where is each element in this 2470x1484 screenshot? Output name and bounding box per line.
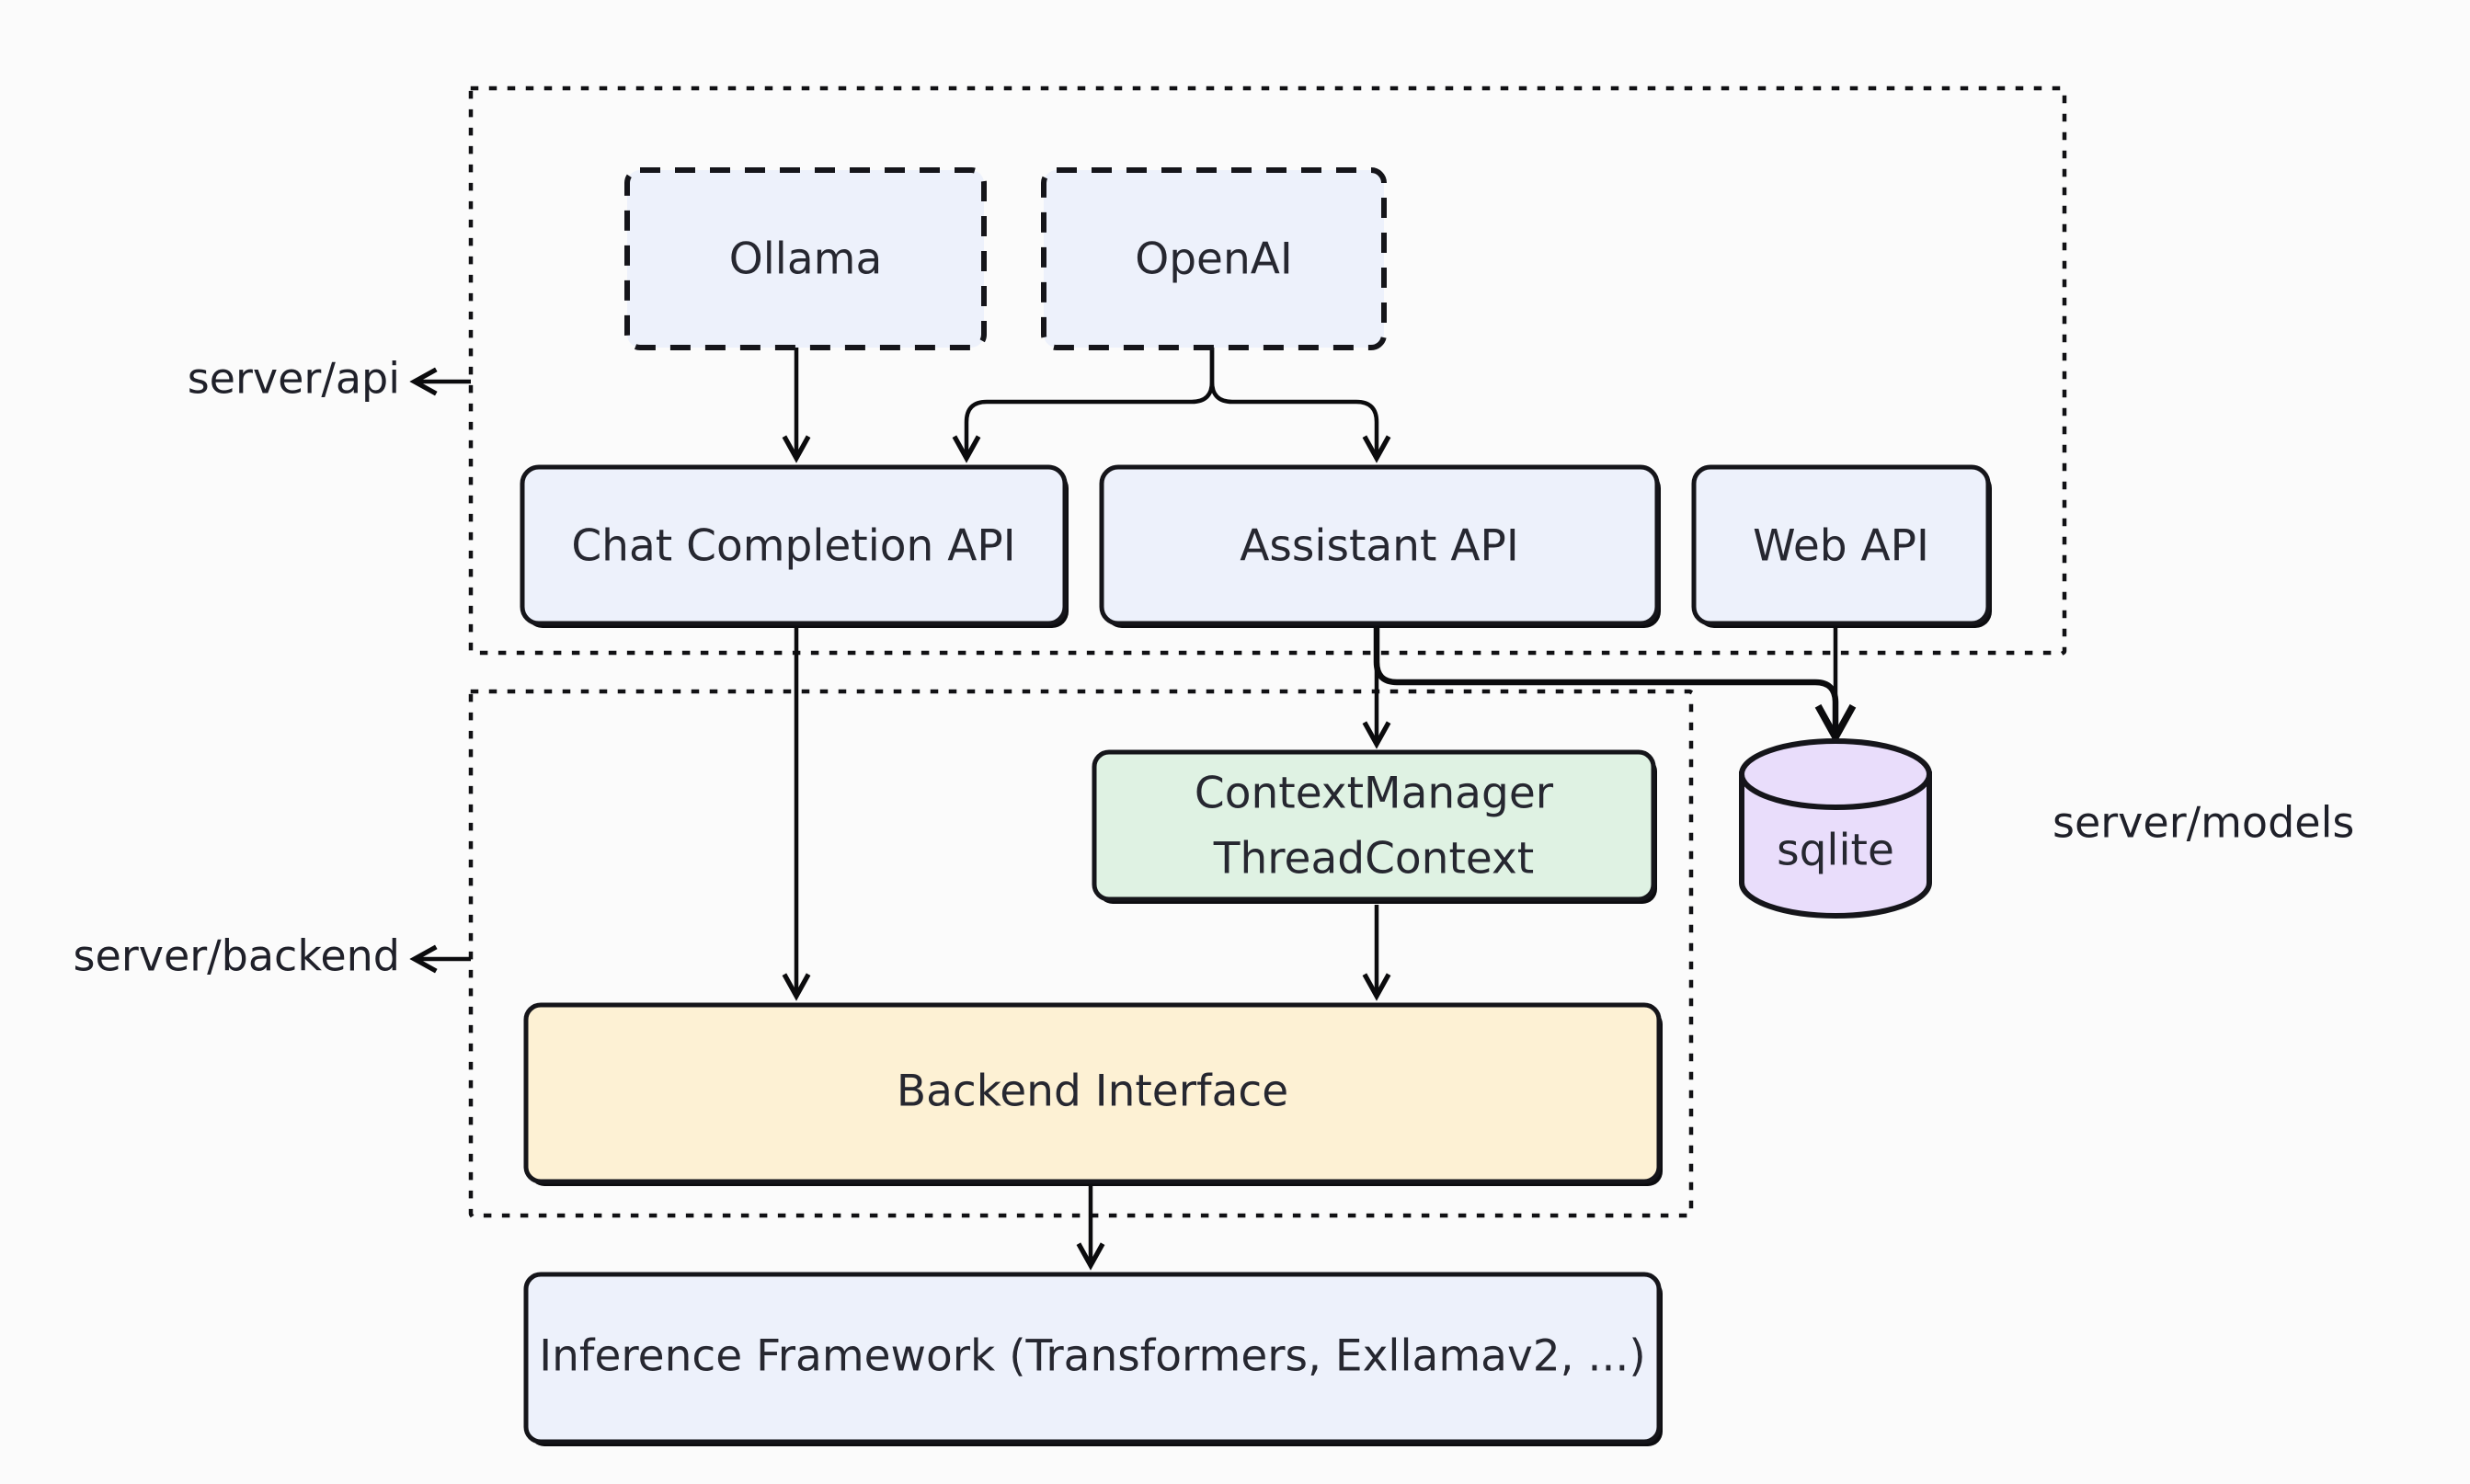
node-backendif-box: [523, 1002, 1662, 1184]
node-assistant-api[interactable]: Assistant API: [1099, 464, 1661, 628]
edge-openai-fork-to-assistant: [1209, 348, 1377, 457]
node-assistant-box: [1099, 464, 1660, 626]
edge-openai-fork-to-chat: [966, 348, 1215, 457]
node-backendif-label: Backend Interface: [897, 1067, 1288, 1117]
node-inference-box: [523, 1272, 1662, 1444]
node-sqlite-label: sqlite: [1777, 826, 1894, 876]
group-label-server-models: server/models: [2053, 798, 2354, 848]
node-chat-label: Chat Completion API: [571, 521, 1015, 572]
node-sqlite[interactable]: sqlite: [1739, 738, 1932, 919]
node-context-manager[interactable]: ContextManager ThreadContext: [1092, 749, 1657, 904]
group-label-server-backend: server/backend: [74, 931, 400, 981]
node-context-label-line2: ThreadContext: [1213, 834, 1534, 885]
node-web-api[interactable]: Web API: [1691, 464, 1992, 628]
node-chat-completion-api[interactable]: Chat Completion API: [520, 464, 1069, 628]
node-sqlite-top: [1739, 738, 1932, 810]
node-context-box: [1092, 749, 1656, 902]
node-openai-box: [1041, 167, 1387, 350]
node-context-label-line1: ContextManager: [1195, 769, 1554, 819]
node-ollama[interactable]: Ollama: [624, 167, 987, 350]
node-sqlite-body: [1739, 771, 1932, 919]
edge-assistant-to-sqlite: [1373, 622, 1835, 736]
node-inference-framework[interactable]: Inference Framework (Transformers, Exlla…: [523, 1272, 1663, 1446]
group-box-server-api: [468, 86, 2067, 656]
node-openai-label: OpenAI: [1135, 234, 1293, 285]
node-webapi-label: Web API: [1753, 521, 1929, 572]
node-ollama-label: Ollama: [729, 234, 883, 285]
node-webapi-box: [1691, 464, 1991, 626]
node-assistant-label: Assistant API: [1240, 521, 1518, 572]
group-label-server-api: server/api: [188, 354, 400, 404]
node-chat-box: [520, 464, 1068, 626]
node-inference-label: Inference Framework (Transformers, Exlla…: [539, 1331, 1645, 1382]
node-openai[interactable]: OpenAI: [1041, 167, 1387, 350]
group-box-server-backend: [468, 689, 1694, 1218]
node-ollama-box: [624, 167, 987, 350]
node-backend-interface[interactable]: Backend Interface: [523, 1002, 1663, 1186]
